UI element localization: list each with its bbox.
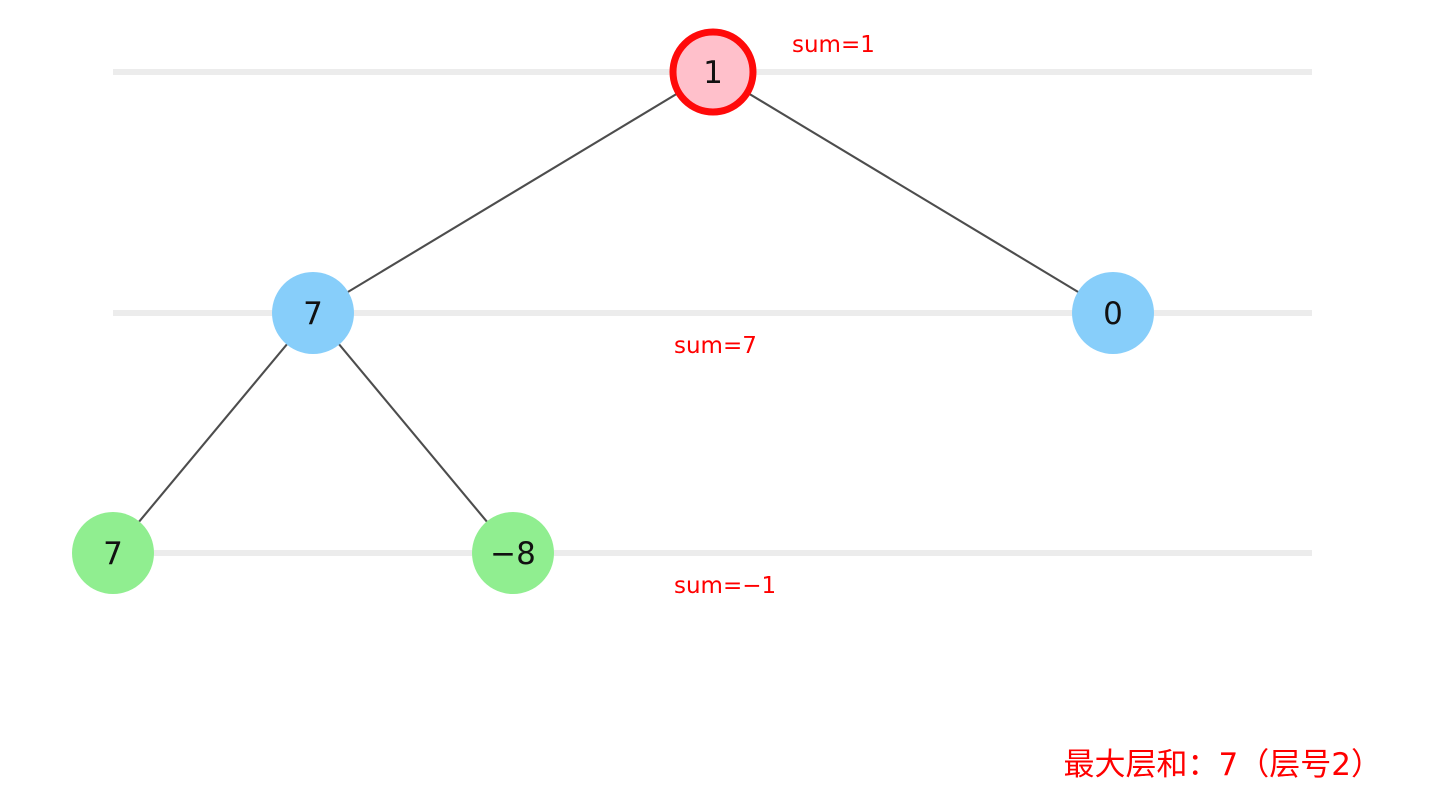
edge-left-to-leftleft bbox=[112, 312, 314, 554]
tree-node-root[interactable]: 1 bbox=[669, 28, 757, 116]
tree-node-right[interactable]: 0 bbox=[1072, 272, 1154, 354]
node-label-left: 7 bbox=[303, 296, 323, 332]
edge-left-to-leftright bbox=[312, 312, 514, 554]
node-label-leftright: −8 bbox=[490, 536, 536, 572]
node-label-right: 0 bbox=[1103, 296, 1123, 332]
node-circle-right[interactable] bbox=[1072, 272, 1154, 354]
edge-root-to-right bbox=[712, 71, 1114, 314]
max-level-sum-summary: 最大层和：7（层号2） bbox=[1064, 747, 1382, 783]
node-circle-leftleft[interactable] bbox=[72, 512, 154, 594]
tree-node-leftright[interactable]: −8 bbox=[472, 512, 554, 594]
level-sum-label-2: sum=7 bbox=[674, 333, 757, 359]
node-circle-leftright[interactable] bbox=[472, 512, 554, 594]
level-sum-label-1: sum=1 bbox=[792, 32, 875, 58]
node-circle-left[interactable] bbox=[272, 272, 354, 354]
tree-node-leftleft[interactable]: 7 bbox=[72, 512, 154, 594]
edge-root-to-left bbox=[312, 71, 714, 314]
node-label-root: 1 bbox=[703, 55, 723, 91]
node-circle-root[interactable] bbox=[669, 28, 757, 116]
tree-node-left[interactable]: 7 bbox=[272, 272, 354, 354]
node-label-leftleft: 7 bbox=[103, 536, 123, 572]
tree-edges bbox=[112, 71, 1114, 554]
level-sum-label-3: sum=−1 bbox=[674, 573, 776, 599]
